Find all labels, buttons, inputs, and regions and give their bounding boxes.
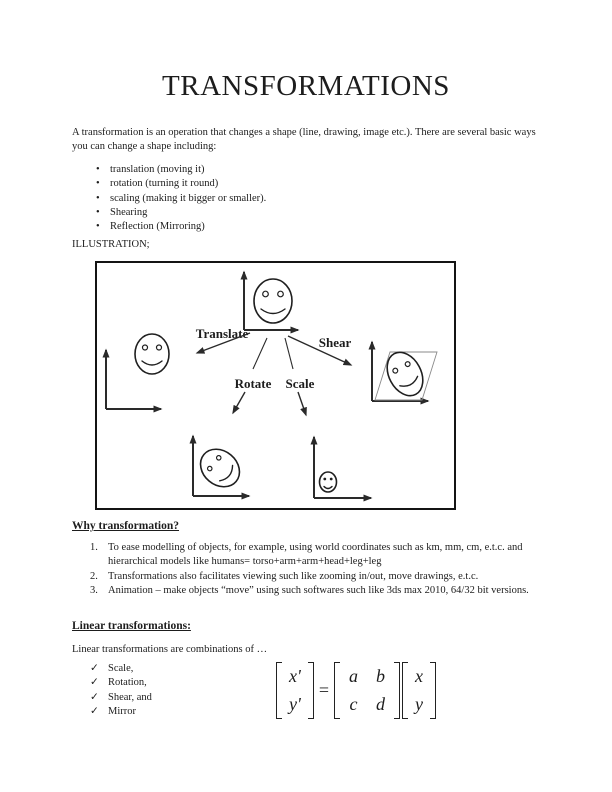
scale-connector-line <box>284 337 294 370</box>
bullet-item: • rotation (turning it round) <box>96 177 516 191</box>
bullet-icon: • <box>96 178 100 190</box>
bullet-icon: • <box>96 206 100 218</box>
matrix-bracket <box>402 662 408 719</box>
checklist-item: ✓ Mirror <box>90 705 260 719</box>
rotated-smiley <box>199 448 241 488</box>
scale-arrow <box>297 391 307 417</box>
linear-transformations-heading: Linear transformations: <box>72 620 191 632</box>
sheared-smiley <box>386 351 424 397</box>
bullet-item: • scaling (making it bigger or smaller). <box>96 192 516 206</box>
why-numbered-list: 1. To ease modelling of objects, for exa… <box>90 541 538 598</box>
matrix-bracket <box>334 662 340 719</box>
checklist-item-text: Shear, and <box>108 691 152 703</box>
checklist-item-text: Rotation, <box>108 677 147 689</box>
sheared-axes <box>368 340 430 405</box>
bullet-icon: • <box>96 221 100 233</box>
matrix-bracket <box>307 662 314 719</box>
original-smiley <box>253 278 293 324</box>
rhs-vector: x y <box>402 662 436 719</box>
translate-label: Translate <box>196 326 249 341</box>
list-item: 3. Animation – make objects “move” using… <box>90 584 538 598</box>
scaled-axes <box>310 435 373 502</box>
diagram-frame <box>95 261 456 510</box>
matrix-bracket <box>430 662 436 719</box>
checkmark-icon: ✓ <box>90 705 99 717</box>
list-item-number: 3. <box>90 584 98 596</box>
page-title: TRANSFORMATIONS <box>162 70 450 102</box>
translate-arrow <box>195 332 251 354</box>
bullet-item-text: Reflection (Mirroring) <box>110 221 205 233</box>
translated-axes <box>102 348 163 413</box>
matrix-equation: x' y' = a b c d x y <box>276 662 436 719</box>
list-item-number: 1. <box>90 542 98 553</box>
lhs-vector: x' y' <box>276 662 314 719</box>
checklist-item-text: Scale, <box>108 663 134 674</box>
vector-entry: x' <box>289 666 301 686</box>
intro-paragraph: A transformation is an operation that ch… <box>72 127 536 153</box>
rotate-arrow <box>232 391 246 415</box>
rotate-label: Rotate <box>235 376 272 391</box>
scaled-smiley <box>318 471 338 493</box>
bullet-item: • Shearing <box>96 206 516 220</box>
shear-arrow <box>287 335 353 366</box>
vector-entry: y <box>415 694 423 714</box>
vector-entry: y' <box>289 694 301 714</box>
bullet-icon: • <box>96 192 100 204</box>
bullet-item: • translation (moving it) <box>96 163 516 177</box>
matrix-entry: d <box>376 694 385 714</box>
checkmark-icon: ✓ <box>90 691 99 703</box>
linear-checklist: ✓ Scale, ✓ Rotation, ✓ Shear, and ✓ Mirr… <box>90 662 260 719</box>
matrix-bracket <box>394 662 400 719</box>
matrix-entry: a <box>349 666 358 686</box>
shear-parallelogram <box>374 351 438 401</box>
rotate-connector-line <box>252 337 268 370</box>
equals-sign: = <box>318 680 329 700</box>
shear-label: Shear <box>319 335 352 350</box>
transform-matrix: a b c d <box>334 662 400 719</box>
scale-label: Scale <box>286 376 315 391</box>
bullet-item-text: Shearing <box>110 206 148 218</box>
checkmark-icon: ✓ <box>90 663 99 674</box>
list-item-text: To ease modelling of objects, for exampl… <box>108 542 523 568</box>
why-transformation-heading: Why transformation? <box>72 520 180 532</box>
checklist-item: ✓ Rotation, <box>90 676 260 690</box>
bullet-item-text: rotation (turning it round) <box>110 178 219 190</box>
translated-smiley <box>134 333 170 375</box>
transformations-diagram: Translate Shear Rotate Scale <box>95 261 456 515</box>
bullet-icon: • <box>96 164 100 175</box>
list-item-number: 2. <box>90 570 98 582</box>
rotated-axes <box>189 434 251 500</box>
vector-entry: x <box>415 666 423 686</box>
illustration-label: ILLUSTRATION; <box>72 239 150 250</box>
list-item-text: Animation – make objects “move” using su… <box>108 584 529 596</box>
matrix-entry: c <box>349 694 358 714</box>
checklist-item: ✓ Shear, and <box>90 691 260 705</box>
checkmark-icon: ✓ <box>90 677 99 689</box>
original-axes <box>240 270 300 334</box>
checklist-item: ✓ Scale, <box>90 662 260 676</box>
linear-intro-text: Linear transformations are combinations … <box>72 644 268 655</box>
bullet-item-text: scaling (making it bigger or smaller). <box>110 192 267 204</box>
list-item: 2. Transformations also facilitates view… <box>90 570 538 584</box>
list-item-text: Transformations also facilitates viewing… <box>108 570 479 582</box>
matrix-entry: b <box>376 666 385 686</box>
bullet-list: • translation (moving it) • rotation (tu… <box>96 163 516 234</box>
list-item: 1. To ease modelling of objects, for exa… <box>90 541 538 570</box>
matrix-bracket <box>276 662 282 719</box>
checklist-item-text: Mirror <box>108 705 136 717</box>
bullet-item-text: translation (moving it) <box>110 164 205 175</box>
bullet-item: • Reflection (Mirroring) <box>96 220 516 234</box>
